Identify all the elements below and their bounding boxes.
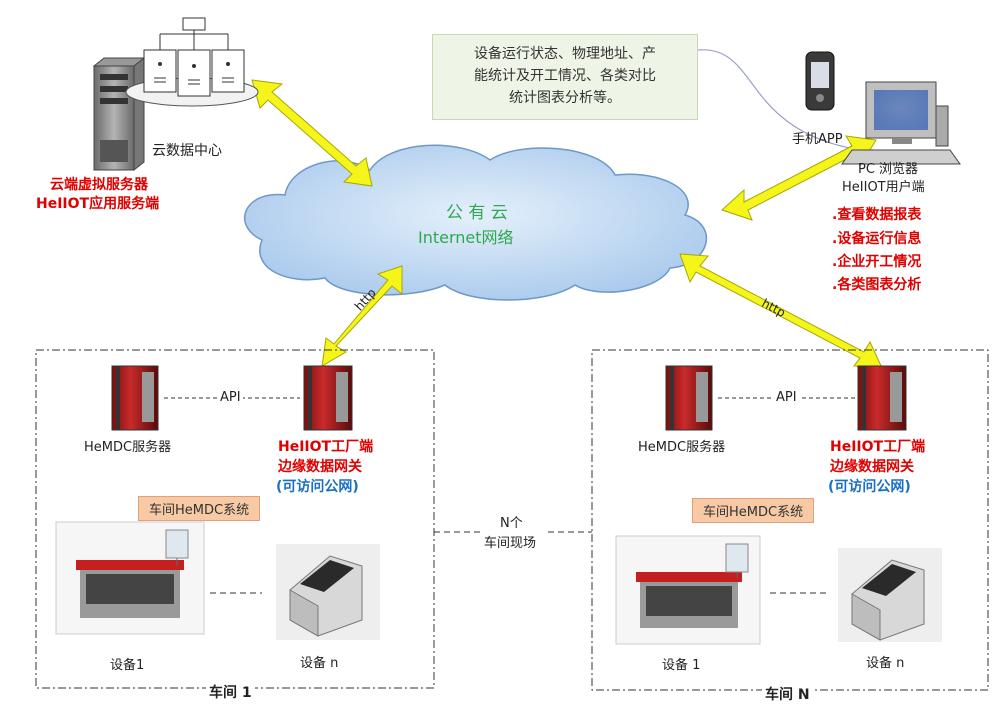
gateway-server-icon-n — [857, 365, 907, 431]
cloud-subtitle: Internet网络 — [418, 228, 514, 247]
info-line: 设备运行状态、物理地址、产 — [474, 46, 656, 62]
gateway-label-na: HeIIOT工厂端 — [830, 439, 926, 455]
arrow-datacenter-cloud — [251, 79, 373, 187]
middle-site-label: 车间现场 — [484, 536, 537, 551]
public-access-label-n: (可访问公网) — [828, 479, 911, 495]
device-n-image-w1 — [276, 544, 380, 640]
gateway-label-nb: 边缘数据网关 — [830, 459, 914, 475]
feature-item: .各类图表分析 — [832, 277, 922, 293]
device-1-label-wn: 设备 1 — [662, 658, 701, 673]
pc-user-label: HeIIOT用户端 — [842, 180, 925, 195]
gateway-server-icon-1 — [303, 365, 353, 431]
info-line: 能统计及开工情况、各类对比 — [474, 68, 656, 84]
info-line: 统计图表分析等。 — [509, 90, 621, 106]
pc-browser-label: PC 浏览器 — [858, 162, 919, 177]
hemdc-server-icon-1 — [111, 365, 159, 431]
device-n-image-wn — [838, 548, 942, 642]
gateway-label-1b: 边缘数据网关 — [278, 459, 362, 475]
mobile-app-label: 手机APP — [792, 132, 843, 147]
feature-item: .查看数据报表 — [832, 207, 922, 223]
gateway-label-1a: HeIIOT工厂端 — [278, 439, 374, 455]
cloud-server-tower-icon — [92, 56, 146, 172]
arrow-cloud-pc — [721, 135, 877, 221]
hemdc-server-label-n: HeMDC服务器 — [638, 440, 726, 455]
hemdc-server-icon-n — [665, 365, 713, 431]
device-1-image-wn — [615, 535, 761, 645]
server-cluster-icon — [125, 17, 259, 107]
device-1-label-w1: 设备1 — [110, 658, 145, 673]
hemdc-server-label-1: HeMDC服务器 — [84, 440, 172, 455]
api-label-1: API — [218, 390, 243, 405]
api-label-n: API — [774, 390, 799, 405]
mobile-phone-icon — [805, 51, 835, 111]
feature-item: .设备运行信息 — [832, 231, 922, 247]
public-access-label-1: (可访问公网) — [276, 479, 359, 495]
cloud-app-server-label: HeIIOT应用服务端 — [36, 196, 160, 212]
info-connector-line — [697, 49, 861, 151]
pc-computer-icon — [841, 81, 961, 165]
device-1-image-w1 — [55, 521, 205, 635]
cloud-datacenter-label: 云数据中心 — [152, 143, 222, 159]
cloud-server-label: 云端虚拟服务器 — [50, 177, 148, 193]
workshop-n-title: 车间 N — [762, 684, 813, 704]
device-n-label-wn: 设备 n — [866, 656, 905, 671]
feature-item: .企业开工情况 — [832, 254, 922, 270]
device-n-label-w1: 设备 n — [300, 656, 339, 671]
system-label-1: 车间HeMDC系统 — [138, 496, 261, 521]
system-label-n: 车间HeMDC系统 — [692, 498, 815, 523]
arrows — [251, 79, 883, 369]
workshop-1-title: 车间 1 — [206, 682, 255, 702]
middle-count-label: N个 — [500, 516, 523, 531]
cloud-title: 公 有 云 — [446, 203, 508, 223]
info-box: 设备运行状态、物理地址、产 能统计及开工情况、各类对比 统计图表分析等。 — [432, 34, 698, 120]
